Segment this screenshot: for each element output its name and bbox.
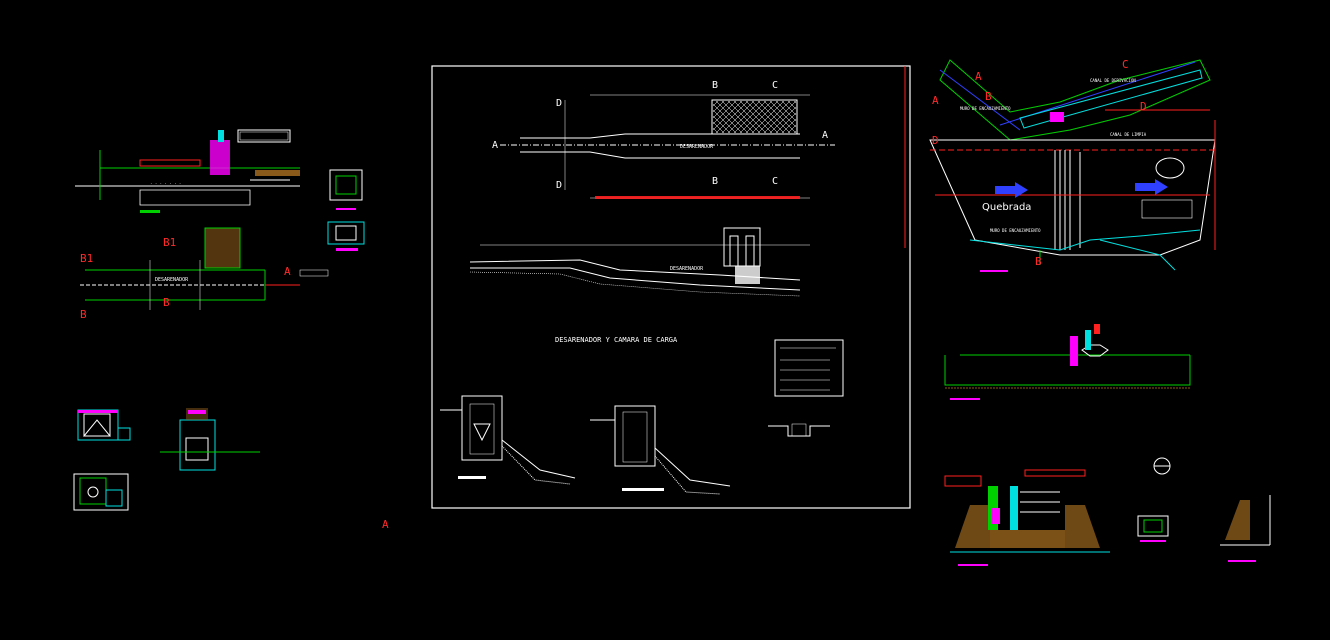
right-marker-a2: A	[975, 70, 982, 83]
left-bottom-details: A	[73, 408, 389, 531]
center-section-b-bottom: B	[712, 176, 718, 187]
quebrada-label: Quebrada	[982, 202, 1031, 213]
stray-section-marker-a: A	[382, 518, 389, 531]
center-profile-view: DESARENADOR	[469, 227, 810, 297]
right-marker-d: D	[1140, 100, 1147, 113]
right-marker-a: A	[932, 94, 939, 107]
center-section-b-top: B	[712, 80, 718, 91]
center-section-details	[440, 395, 830, 495]
flow-arrow-icon-2	[1135, 179, 1168, 195]
center-section-d-bottom: D	[556, 180, 562, 191]
center-section-a-left: A	[492, 140, 498, 151]
flow-arrow-icon	[995, 182, 1028, 198]
right-marker-b: B	[985, 90, 992, 103]
center-notes-box	[774, 339, 844, 397]
center-plan-label: DESARENADOR	[680, 144, 714, 150]
canal-derivacion-label: CANAL DE DERIVACION	[1090, 78, 1136, 83]
center-section-a-right: A	[822, 130, 828, 141]
muro-label-2: MURO DE ENCAUZAMIENTO	[990, 228, 1041, 233]
profile-label: DESARENADOR	[670, 266, 704, 272]
center-plan-view: DESARENADOR A A B C B C D D	[492, 66, 906, 248]
right-marker-b-bottom: B	[1035, 255, 1042, 268]
right-marker-c: C	[1122, 58, 1129, 71]
muro-label: MURO DE ENCAUZAMIENTO	[960, 106, 1011, 111]
center-drawing-sheet: DESARENADOR A A B C B C D D DESARENADOR …	[431, 65, 911, 509]
right-marker-d2: D	[932, 134, 939, 147]
right-profile-bocatoma	[944, 324, 1191, 400]
section-marker-b-bottom: B	[163, 296, 170, 309]
section-marker-a-right: A	[284, 265, 291, 278]
left-mini-section-1	[327, 169, 365, 251]
left-plan-label: DESARENADOR	[155, 277, 189, 283]
section-marker-b1-top: B1	[163, 236, 176, 249]
left-plan-desarenador: DESARENADOR B1 B1 B B A	[80, 227, 329, 321]
left-profile-section: · · · · · · ·	[75, 129, 300, 213]
section-marker-b-left: B	[80, 308, 87, 321]
right-bottom-details	[944, 457, 1271, 566]
center-section-c-top: C	[772, 80, 778, 91]
center-section-c-bottom: C	[772, 176, 778, 187]
main-drawing-title: DESARENADOR Y CAMARA DE CARGA	[555, 336, 678, 344]
canal-limpia-label: CANAL DE LIMPIA	[1110, 132, 1147, 137]
right-plan-bocatoma: Quebrada A A B C D D B MURO DE ENCAUZAMI…	[929, 58, 1216, 272]
section-marker-b1-left: B1	[80, 252, 93, 265]
svg-text:· · · · · · ·: · · · · · · ·	[150, 181, 181, 186]
center-section-d-top: D	[556, 98, 562, 109]
